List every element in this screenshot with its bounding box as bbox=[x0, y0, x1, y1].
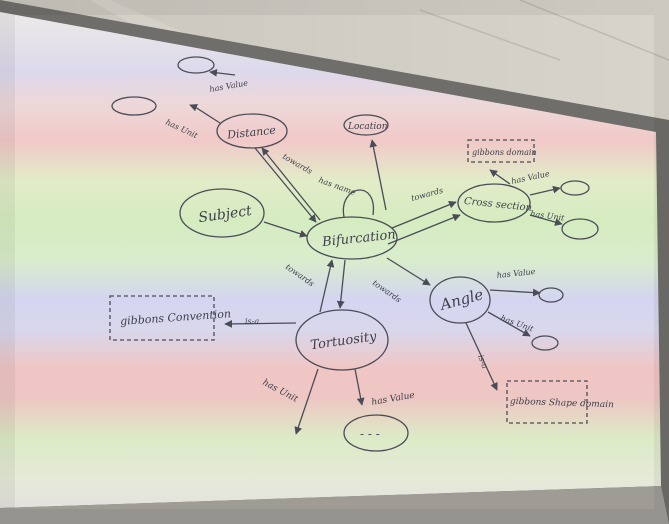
node-label: Location bbox=[347, 122, 388, 132]
node-label: Distance bbox=[226, 123, 277, 141]
node-label: gibbons domain bbox=[472, 148, 537, 157]
angle-node bbox=[429, 276, 491, 324]
subject-node bbox=[179, 188, 265, 238]
bifurcation-node bbox=[306, 216, 398, 260]
edge-label: is-a bbox=[245, 317, 259, 326]
edge-label: has Value bbox=[496, 267, 536, 280]
cross-section-node bbox=[457, 183, 531, 223]
node-label: Subject bbox=[197, 203, 253, 226]
mind-map bbox=[109, 56, 599, 452]
tortuosity-node bbox=[295, 309, 389, 371]
node-label: gibbons Shape domain bbox=[510, 397, 614, 411]
node-label: - - - bbox=[360, 427, 380, 441]
location-node bbox=[343, 114, 389, 136]
distance-node bbox=[216, 113, 288, 149]
